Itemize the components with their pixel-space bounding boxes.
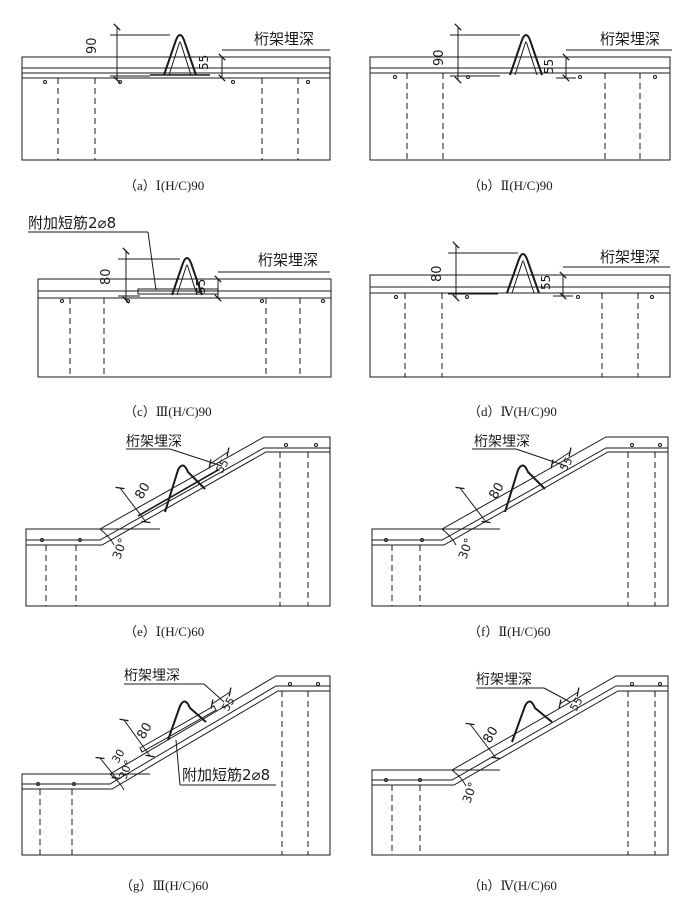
caption-c: （c）Ⅲ(H/C)90 <box>124 404 212 419</box>
label-text: 桁架埋深 <box>258 251 318 269</box>
angle-text: 30° <box>110 536 130 561</box>
dim-height-text: 90 <box>85 37 100 54</box>
angle-text: 30° <box>460 780 480 805</box>
dim-height-text: 90 <box>432 49 447 66</box>
panel-h: 桁架埋深 80 55 30° <box>371 672 669 856</box>
dim-height-text: 80 <box>486 480 507 502</box>
dim-height-text: 80 <box>480 724 501 746</box>
extra-label-text: 附加短筋2⌀8 <box>28 214 116 232</box>
label-text: 桁架埋深 <box>124 668 180 684</box>
label-text: 桁架埋深 <box>254 30 314 48</box>
panel-d: 桁架埋深 80 55 <box>369 241 671 378</box>
dim-embed-text: 55 <box>557 455 575 474</box>
dim-height-text: 80 <box>134 720 155 742</box>
dim-embed-text: 55 <box>539 275 553 290</box>
dim-height-text: 80 <box>430 265 445 282</box>
label-text: 桁架埋深 <box>126 434 182 450</box>
panel-c: 附加短筋2⌀8 桁架埋深 80 55 <box>28 214 332 378</box>
panel-g: 桁架埋深 附加短筋2⌀8 80 55 30 30° <box>21 668 331 856</box>
dim-height-text: 80 <box>99 268 114 285</box>
caption-g: （g）Ⅲ(H/C)60 <box>120 878 208 893</box>
angle-text: 30° <box>456 536 476 561</box>
label-text: 桁架埋深 <box>600 248 660 266</box>
panel-b: 桁架埋深 90 55 <box>369 23 672 161</box>
panel-a: 桁架埋深 90 55 <box>21 23 331 161</box>
caption-b: （b）Ⅱ(H/C)90 <box>468 178 553 193</box>
label-text: 桁架埋深 <box>600 30 660 48</box>
dim-embed-text: 55 <box>213 457 231 476</box>
label-text: 桁架埋深 <box>474 434 530 450</box>
dim-height-text: 80 <box>132 480 153 502</box>
dim-embed-text: 55 <box>219 695 237 714</box>
dim-embed-text: 55 <box>194 279 208 294</box>
dim-embed-text: 55 <box>542 59 556 74</box>
caption-h: （h）Ⅳ(H/C)60 <box>468 878 557 893</box>
caption-f: （f）Ⅱ(H/C)60 <box>468 624 551 639</box>
dim-embed-text: 55 <box>197 55 211 70</box>
dim-embed-text: 55 <box>567 695 585 714</box>
extra-label-text: 附加短筋2⌀8 <box>182 766 270 784</box>
caption-a: （a）Ⅰ(H/C)90 <box>124 178 204 193</box>
dim-extra-text: 30 <box>109 747 127 766</box>
caption-e: （e）Ⅰ(H/C)60 <box>124 624 204 639</box>
label-text: 桁架埋深 <box>476 672 532 688</box>
panel-f: 桁架埋深 80 55 30° <box>371 434 669 607</box>
panel-e: 桁架埋深 80 55 30° <box>25 434 331 607</box>
caption-d: （d）Ⅳ(H/C)90 <box>468 404 557 419</box>
angle-text: 30° <box>117 758 136 781</box>
